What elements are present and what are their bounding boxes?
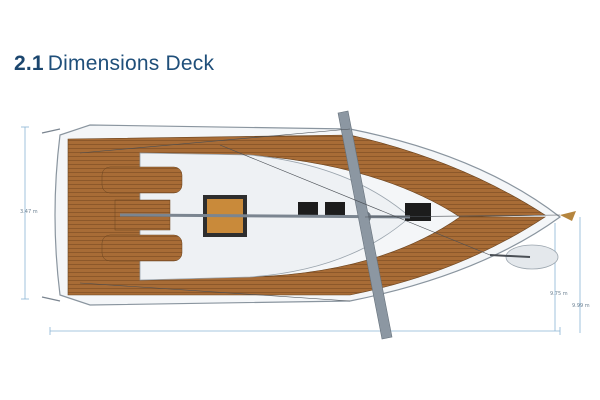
deck-hatch-2 (325, 202, 345, 217)
section-number: 2.1 (14, 52, 44, 75)
deck-plan-drawing (21, 110, 581, 340)
cockpit-bench-upper (101, 166, 183, 194)
overall-length-dimension-label: 9.99 m (572, 303, 590, 309)
cockpit-bench-lower (101, 234, 183, 262)
bow-fitting (560, 211, 576, 221)
section-title: Dimensions Deck (47, 52, 215, 75)
hull-length-dimension-label: 9.75 m (550, 291, 568, 297)
stern-rail (41, 128, 61, 302)
tender (505, 244, 559, 270)
deck-hatch-1 (298, 202, 318, 217)
beam-dimension-label: 3.47 m (20, 209, 38, 215)
deck-plan-figure: 3.47 m 9.75 m 9.99 m (20, 105, 590, 350)
dimension-lines (21, 126, 581, 335)
spreaders (337, 110, 393, 340)
rigging (79, 128, 561, 302)
